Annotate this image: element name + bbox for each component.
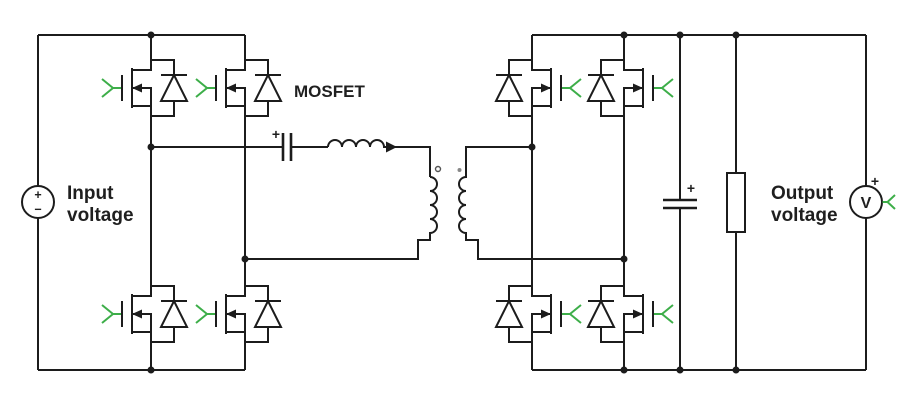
primary-winding (245, 176, 438, 260)
dc-blocking-capacitor: + (151, 126, 328, 161)
input-voltage-label: Input voltage (67, 183, 134, 226)
mosfet-q8 (587, 280, 674, 348)
junction-dot (147, 366, 155, 374)
input-label-line1: Input (67, 183, 114, 204)
output-capacitor: + (663, 35, 697, 370)
left-bridge-wiring (38, 34, 246, 371)
mosfet-q1 (101, 54, 188, 122)
mosfet-q7 (495, 280, 582, 348)
mosfet-q4 (195, 280, 282, 348)
cap-plus-sign: + (272, 126, 280, 142)
mosfet-q2 (195, 54, 282, 122)
output-label-line1: Output (771, 183, 834, 204)
mosfet-q6 (587, 54, 674, 122)
junction-dot (732, 31, 740, 39)
voltmeter-symbol: V (861, 195, 872, 212)
input-voltage-source: + − (21, 35, 55, 370)
junction-dots (147, 31, 740, 374)
transformer (245, 146, 624, 260)
mosfet-label: MOSFET (294, 82, 365, 101)
output-voltage-label: Output voltage (771, 183, 838, 226)
voltage-source-circle-icon (21, 185, 55, 219)
junction-dot (732, 366, 740, 374)
right-bridge-wiring (531, 34, 866, 371)
resistor-box-icon (726, 172, 746, 233)
secondary-winding (458, 146, 624, 260)
junction-dot (528, 143, 536, 151)
output-label-line2: voltage (771, 205, 838, 226)
voltmeter-port-icon (886, 194, 896, 210)
junction-dot (147, 31, 155, 39)
input-label-line2: voltage (67, 205, 134, 226)
junction-dot (147, 143, 155, 151)
source-minus-sign: − (34, 203, 41, 217)
mosfet-q5 (495, 54, 582, 122)
primary-polarity-dot-icon (434, 165, 442, 173)
output-cap-plates-icon (663, 198, 697, 210)
output-cap-plus-sign: + (687, 180, 695, 196)
junction-dot (241, 255, 249, 263)
capacitor-plates-icon (281, 133, 293, 161)
junction-dot (620, 255, 628, 263)
load-resistor (726, 35, 746, 370)
junction-dot (620, 31, 628, 39)
voltmeter-circle-icon (849, 185, 883, 219)
series-inductor (327, 139, 431, 177)
junction-dot (676, 366, 684, 374)
secondary-polarity-dot-icon (457, 168, 462, 172)
mosfet-q3 (101, 280, 188, 348)
source-plus-sign: + (34, 188, 41, 202)
current-arrow-icon (386, 141, 397, 153)
junction-dot (676, 31, 684, 39)
junction-dot (620, 366, 628, 374)
output-voltmeter: V + (849, 35, 896, 370)
voltmeter-plus-sign: + (871, 173, 879, 189)
